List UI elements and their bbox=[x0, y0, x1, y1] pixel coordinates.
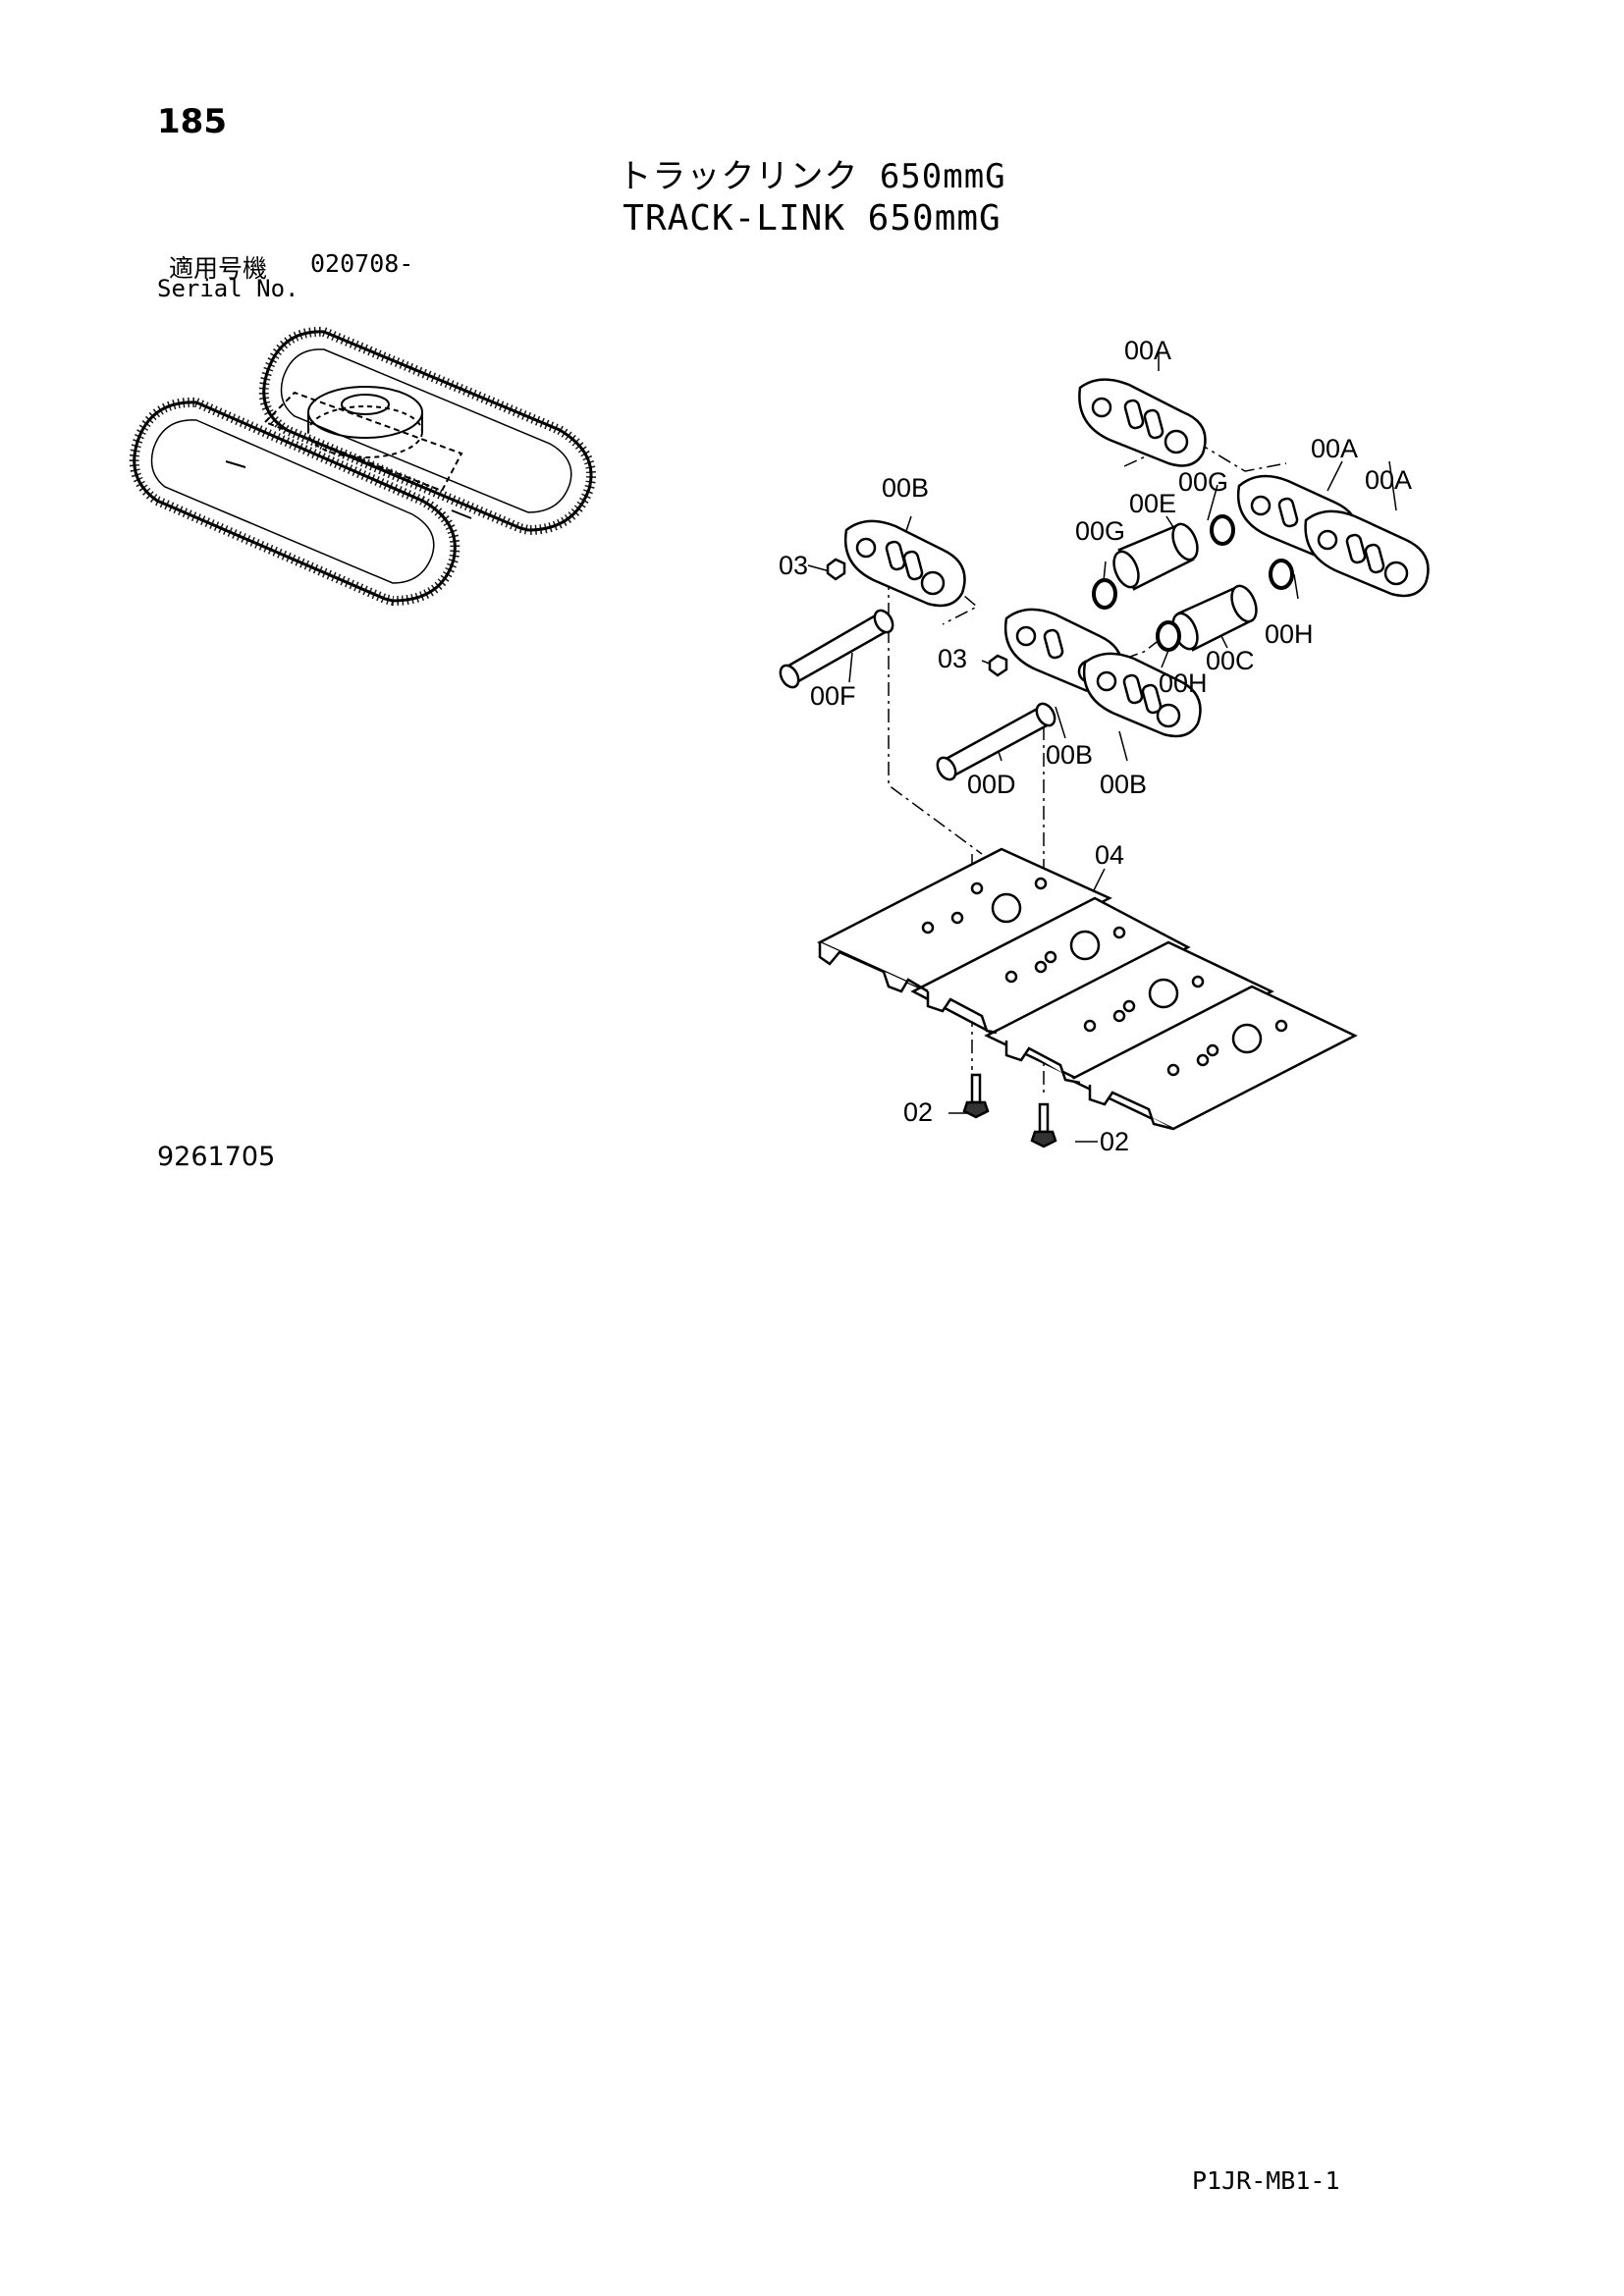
part-label-00b-left: 00B bbox=[882, 473, 929, 503]
undercarriage-overview-illustration bbox=[129, 326, 596, 607]
part-label-00b-right: 00B bbox=[1100, 770, 1147, 799]
part-label-00g-upper: 00G bbox=[1178, 467, 1228, 497]
page-number: 185 bbox=[157, 102, 227, 141]
part-label-00b-center: 00B bbox=[1046, 740, 1093, 770]
part-label-00c: 00C bbox=[1206, 646, 1255, 675]
part-label-00f: 00F bbox=[810, 681, 856, 711]
page-title-english: TRACK-LINK 650mmG bbox=[623, 198, 1001, 239]
part-label-04: 04 bbox=[1095, 840, 1124, 870]
part-label-00a-right: 00A bbox=[1365, 465, 1412, 495]
part-label-03-left: 03 bbox=[779, 551, 808, 580]
part-label-02-right: 02 bbox=[1100, 1127, 1129, 1156]
part-label-00e: 00E bbox=[1129, 489, 1176, 518]
part-label-00a-top: 00A bbox=[1124, 336, 1171, 365]
serial-value: 020708- bbox=[310, 249, 414, 278]
serial-label-japanese: 適用号機 bbox=[169, 254, 268, 283]
part-label-00h-center: 00H bbox=[1159, 668, 1208, 698]
sheet-code: P1JR-MB1-1 bbox=[1192, 2166, 1340, 2195]
part-label-00g-lower: 00G bbox=[1075, 516, 1125, 546]
part-label-03-center: 03 bbox=[938, 644, 967, 673]
part-label-00h-right: 00H bbox=[1265, 619, 1314, 649]
part-label-02-left: 02 bbox=[903, 1097, 933, 1127]
page-title-japanese: トラックリンク 650mmG bbox=[618, 157, 1006, 196]
drawing-number: 9261705 bbox=[157, 1142, 276, 1172]
track-shoe-plates bbox=[817, 847, 1358, 1131]
part-label-00d: 00D bbox=[967, 770, 1016, 799]
part-label-00a-middle: 00A bbox=[1311, 434, 1358, 463]
track-link-parts bbox=[843, 378, 1430, 738]
serial-label-english: Serial No. bbox=[157, 275, 299, 302]
pins-bushings-seals bbox=[779, 514, 1294, 1148]
part-callout-labels: 00A 00A 00A 00G 00E 00G 00B 03 00H 00C 0… bbox=[779, 336, 1412, 1156]
